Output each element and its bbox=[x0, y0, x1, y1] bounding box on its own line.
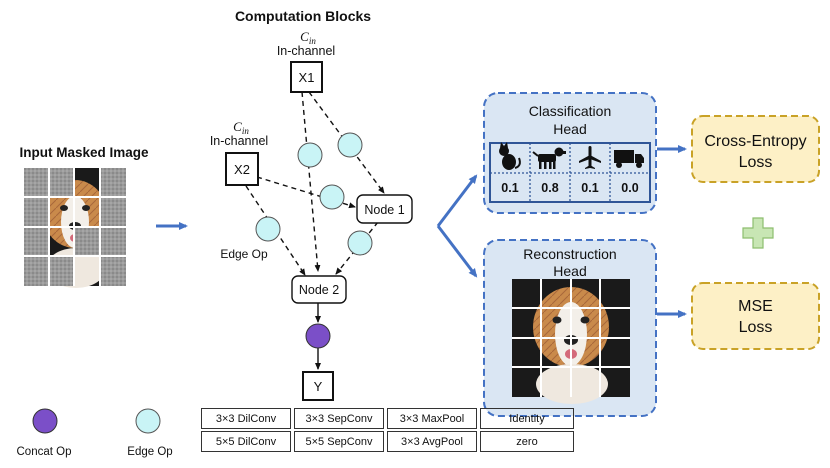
op-cell: 3×3 AvgPool bbox=[387, 431, 477, 452]
x2-input-node bbox=[225, 152, 259, 186]
operations-row: 3×3 DilConv 3×3 SepConv 3×3 MaxPool Iden… bbox=[201, 408, 574, 429]
x2-label: X2 bbox=[234, 162, 250, 177]
head-branch-arrows bbox=[436, 174, 478, 278]
computation-blocks-title: Computation Blocks bbox=[235, 8, 371, 24]
legend-edge-label: Edge Op bbox=[127, 446, 172, 458]
mse-loss-line2: Loss bbox=[739, 319, 773, 336]
output-y-label: Y bbox=[314, 379, 323, 394]
legend-concat-label: Concat Op bbox=[17, 446, 72, 458]
op-cell: 5×5 SepConv bbox=[294, 431, 384, 452]
x1-cin-label: Cin bbox=[300, 29, 316, 46]
operations-row: 5×5 DilConv 5×5 SepConv 3×3 AvgPool zero bbox=[201, 431, 574, 452]
x2-cin-label: Cin bbox=[233, 119, 249, 136]
input-masked-image bbox=[24, 168, 126, 288]
op-cell: 3×3 MaxPool bbox=[387, 408, 477, 429]
op-cell: 3×3 DilConv bbox=[201, 408, 291, 429]
node-2 bbox=[291, 275, 347, 304]
op-cell: 3×3 SepConv bbox=[294, 408, 384, 429]
concat-op-circle bbox=[305, 323, 331, 349]
edge-op-label: Edge Op bbox=[220, 247, 268, 261]
node-1 bbox=[356, 194, 413, 224]
operations-table: 3×3 DilConv 3×3 SepConv 3×3 MaxPool Iden… bbox=[198, 406, 577, 454]
reconstruction-head-title-line1: Reconstruction bbox=[523, 246, 616, 262]
x1-label: X1 bbox=[299, 70, 315, 85]
edge-op-circle bbox=[255, 216, 281, 242]
cat-icon bbox=[499, 142, 521, 170]
dog-icon bbox=[532, 147, 566, 169]
x1-input-node bbox=[290, 61, 323, 93]
prob-dog: 0.8 bbox=[541, 181, 558, 195]
legend-concat-swatch bbox=[32, 408, 58, 434]
airplane-icon bbox=[579, 146, 601, 169]
classification-head-title-line1: Classification bbox=[529, 103, 611, 119]
x2-in-channel-label: In-channel bbox=[210, 134, 268, 148]
legend-edge-swatch bbox=[135, 408, 161, 434]
op-cell: Identity bbox=[480, 408, 574, 429]
plus-icon bbox=[742, 217, 774, 249]
op-cell: zero bbox=[480, 431, 574, 452]
prob-airplane: 0.1 bbox=[581, 181, 598, 195]
x1-in-channel-label: In-channel bbox=[277, 44, 335, 58]
truck-icon bbox=[614, 150, 644, 168]
output-y-node bbox=[302, 371, 334, 401]
prob-cat: 0.1 bbox=[501, 181, 518, 195]
prob-truck: 0.0 bbox=[621, 181, 638, 195]
op-cell: 5×5 DilConv bbox=[201, 431, 291, 452]
edge-op-circle bbox=[337, 132, 363, 158]
cross-entropy-loss-line2: Loss bbox=[739, 154, 773, 171]
input-image-title: Input Masked Image bbox=[19, 145, 149, 160]
mse-loss-box bbox=[691, 282, 820, 350]
reconstruction-head-title-line2: Head bbox=[553, 263, 586, 279]
mse-loss-line1: MSE bbox=[738, 298, 773, 315]
node-2-label: Node 2 bbox=[299, 283, 339, 297]
cross-entropy-loss-line1: Cross-Entropy bbox=[704, 133, 806, 150]
edge-op-circle bbox=[297, 142, 323, 168]
reconstructed-image bbox=[512, 279, 630, 404]
node-1-label: Node 1 bbox=[364, 203, 404, 217]
edge-op-circle bbox=[347, 230, 373, 256]
edge-op-circle bbox=[319, 184, 345, 210]
classification-head-title-line2: Head bbox=[553, 121, 586, 137]
cross-entropy-loss-box bbox=[691, 115, 820, 183]
